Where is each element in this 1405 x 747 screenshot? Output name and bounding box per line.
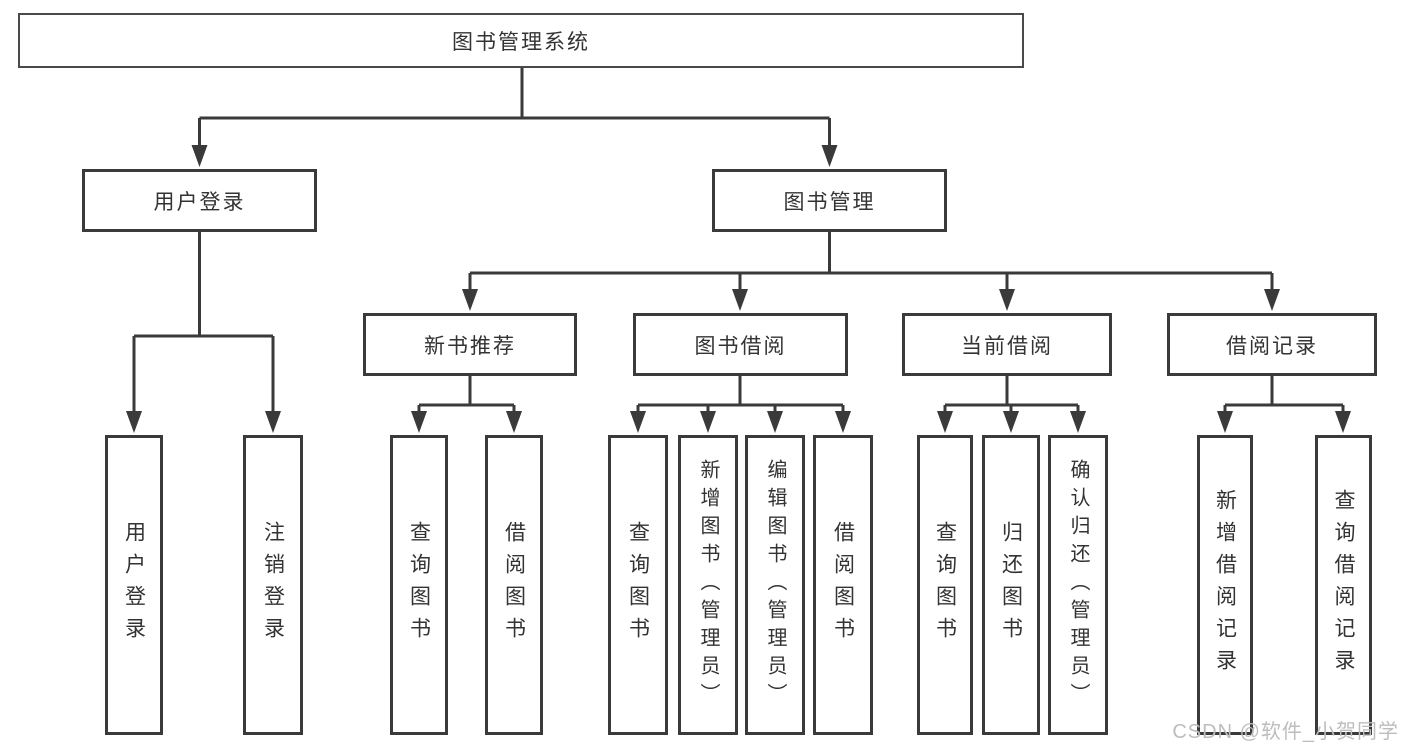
leaf-bb-query-books-label: 查询图书 <box>626 521 650 649</box>
leaf-nb-borrow-books-label: 借阅图书 <box>502 521 526 649</box>
leaf-bb-query-books: 查询图书 <box>608 435 668 735</box>
leaf-bb-edit-books-admin: 编辑图书（管理员） <box>745 435 805 735</box>
node-new-book-recommend: 新书推荐 <box>363 313 577 376</box>
node-library-system-label: 图书管理系统 <box>452 30 590 54</box>
node-current-borrowing: 当前借阅 <box>902 313 1112 376</box>
node-book-borrowing: 图书借阅 <box>633 313 848 376</box>
leaf-cb-return-books: 归还图书 <box>982 435 1040 735</box>
leaf-br-add-record-label: 新增借阅记录 <box>1213 489 1237 681</box>
node-new-book-recommend-label: 新书推荐 <box>424 334 516 358</box>
leaf-user-login-label: 用户登录 <box>122 521 146 649</box>
leaf-cb-query-books-label: 查询图书 <box>933 521 957 649</box>
leaf-br-add-record: 新增借阅记录 <box>1197 435 1253 735</box>
leaf-bb-borrow-books: 借阅图书 <box>813 435 873 735</box>
leaf-bb-add-books-admin: 新增图书（管理员） <box>678 435 738 735</box>
node-borrow-records-label: 借阅记录 <box>1226 334 1318 358</box>
leaf-nb-query-books: 查询图书 <box>390 435 448 735</box>
leaf-logout: 注销登录 <box>243 435 303 735</box>
csdn-watermark: CSDN @软件_小贺同学 <box>1172 721 1399 743</box>
arrowheads <box>126 145 1351 433</box>
leaf-bb-borrow-books-label: 借阅图书 <box>831 521 855 649</box>
leaf-user-login: 用户登录 <box>105 435 163 735</box>
leaf-nb-query-books-label: 查询图书 <box>407 521 431 649</box>
node-library-system: 图书管理系统 <box>18 13 1024 68</box>
node-user-login: 用户登录 <box>82 169 317 232</box>
leaf-br-query-record-label: 查询借阅记录 <box>1332 489 1355 681</box>
leaf-bb-add-books-admin-label: 新增图书（管理员） <box>697 459 719 711</box>
leaf-br-query-record: 查询借阅记录 <box>1315 435 1372 735</box>
node-book-management-label: 图书管理 <box>783 190 876 214</box>
leaf-cb-return-books-label: 归还图书 <box>999 521 1023 649</box>
leaf-nb-borrow-books: 借阅图书 <box>485 435 543 735</box>
node-book-management: 图书管理 <box>712 169 947 232</box>
node-book-borrowing-label: 图书借阅 <box>694 334 787 358</box>
leaf-cb-confirm-return-admin: 确认归还（管理员） <box>1048 435 1108 735</box>
node-current-borrowing-label: 当前借阅 <box>961 334 1053 358</box>
leaf-logout-label: 注销登录 <box>261 521 285 649</box>
node-user-login-label: 用户登录 <box>153 190 246 214</box>
leaf-bb-edit-books-admin-label: 编辑图书（管理员） <box>764 459 786 711</box>
leaf-cb-query-books: 查询图书 <box>917 435 973 735</box>
node-borrow-records: 借阅记录 <box>1167 313 1377 376</box>
leaf-cb-confirm-return-admin-label: 确认归还（管理员） <box>1067 459 1089 711</box>
